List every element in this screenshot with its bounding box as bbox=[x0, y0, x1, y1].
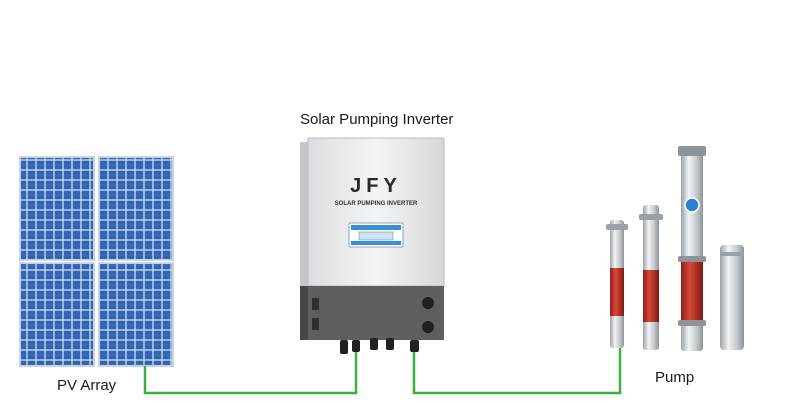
pump-tall bbox=[678, 146, 706, 351]
inverter-display-bar bbox=[351, 241, 401, 245]
inverter-handle bbox=[312, 298, 319, 310]
inverter-bottom bbox=[308, 286, 444, 340]
pv-panel bbox=[98, 262, 174, 367]
inverter: JFY SOLAR PUMPING INVERTER bbox=[300, 137, 445, 354]
pump-badge bbox=[684, 197, 700, 213]
pv-panel bbox=[19, 262, 95, 367]
wiring bbox=[143, 348, 622, 395]
pv-array bbox=[19, 156, 174, 367]
inverter-display-bar bbox=[351, 225, 401, 230]
inverter-side bbox=[300, 142, 308, 340]
wire-inverter-to-pump bbox=[412, 348, 622, 395]
pv-panel bbox=[19, 156, 95, 261]
inverter-label: Solar Pumping Inverter bbox=[300, 111, 454, 128]
inverter-handle bbox=[312, 318, 319, 330]
inverter-knob bbox=[422, 321, 434, 333]
pv-panel bbox=[98, 156, 174, 261]
pump-small bbox=[606, 220, 628, 348]
wire-pv-to-inverter bbox=[143, 352, 358, 395]
pump-group bbox=[606, 146, 744, 351]
inverter-knob bbox=[422, 297, 434, 309]
inverter-body bbox=[307, 137, 445, 287]
inverter-display-screen bbox=[358, 231, 394, 241]
pump-label: Pump bbox=[655, 369, 695, 386]
inverter-brand: JFY bbox=[350, 175, 402, 197]
inverter-connectors bbox=[340, 338, 419, 354]
inverter-bottom-side bbox=[300, 286, 308, 340]
inverter-model-text: SOLAR PUMPING INVERTER bbox=[335, 201, 418, 207]
pump-medium bbox=[639, 205, 663, 350]
pump-motor bbox=[720, 245, 744, 350]
pv-array-label: PV Array bbox=[57, 377, 117, 394]
